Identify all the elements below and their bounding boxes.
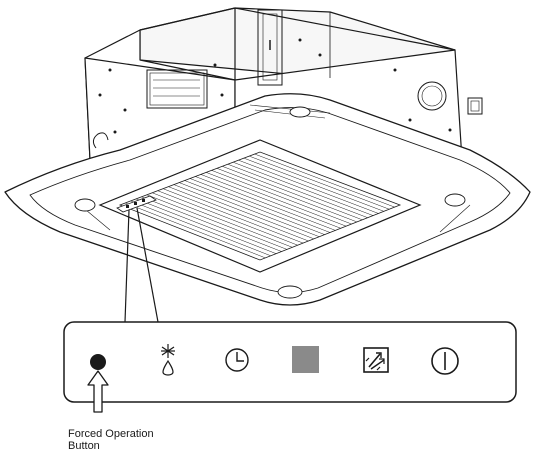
grille-slat [238, 159, 379, 214]
grille-slat [168, 186, 309, 242]
grille-slat [254, 153, 395, 208]
display-strip [116, 195, 157, 213]
grille-slat [141, 196, 282, 252]
snowflake-drop-icon [161, 344, 175, 376]
clock-icon [225, 348, 249, 372]
timer-indicator [225, 348, 249, 372]
housing-details [92, 9, 483, 149]
grille-slat [233, 161, 374, 216]
grille-slat [184, 180, 325, 235]
grille-slat [222, 166, 363, 221]
grille-slat [243, 157, 384, 212]
grille-slat [136, 198, 277, 254]
signal-receiver [292, 346, 319, 373]
up-arrow-icon [87, 370, 109, 413]
defrost-indicator [161, 344, 175, 376]
grille-slat [163, 188, 304, 244]
grille-slat [173, 184, 314, 240]
callout-leaders [124, 207, 159, 323]
callout-line-2: Button [68, 440, 100, 452]
grille-slat [189, 178, 331, 233]
filter-indicator [363, 347, 389, 373]
grille-slat [206, 172, 347, 227]
grille-slat [211, 170, 352, 225]
grille-slat [125, 202, 266, 259]
grey-square-icon [292, 346, 319, 373]
operation-indicator [431, 347, 459, 375]
filter-arrows-icon [363, 347, 389, 373]
grille-slat [130, 200, 271, 257]
intake-grille [98, 139, 422, 273]
indicator-panel [63, 321, 517, 403]
forced-operation-button[interactable] [90, 354, 106, 370]
callout-line-1: Forced Operation [68, 428, 154, 440]
grille-slat [249, 155, 390, 210]
power-icon [431, 347, 459, 375]
grille-slat [179, 182, 320, 237]
grille-slat [200, 174, 341, 229]
grille-slat [146, 194, 287, 250]
forced-operation-label: Forced Operation Button [68, 428, 154, 452]
grille-slat [195, 176, 336, 231]
filled-circle-icon [90, 354, 106, 370]
grille-slat [216, 168, 357, 223]
grille-slat [152, 192, 293, 248]
grille-slat [157, 190, 298, 246]
grille-slat [227, 163, 368, 218]
